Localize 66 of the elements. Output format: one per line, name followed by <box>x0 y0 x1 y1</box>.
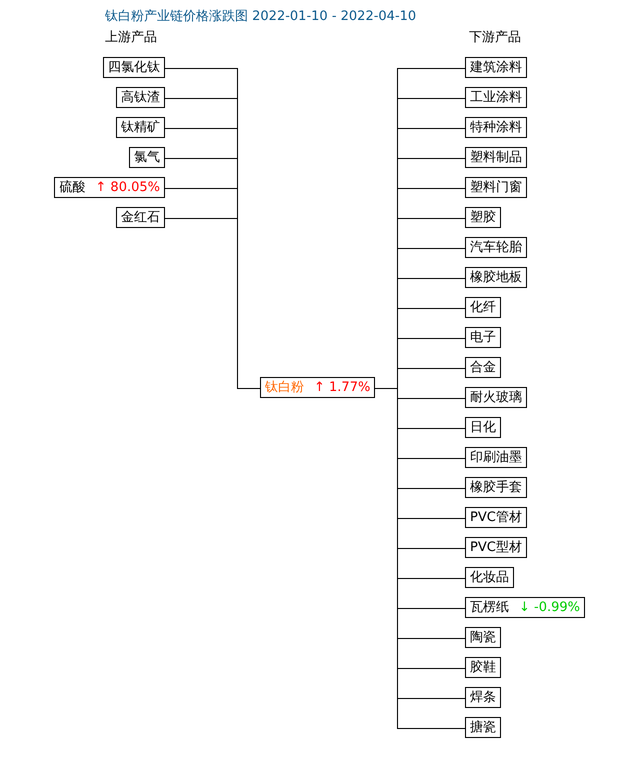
product-box <box>465 447 527 468</box>
product-name: 橡胶地板 <box>470 270 522 286</box>
product-box <box>116 117 165 138</box>
product-box <box>103 57 165 78</box>
product-box <box>465 357 501 378</box>
product-box <box>465 567 514 588</box>
price-change: ↑ 1.77% <box>314 380 370 396</box>
product-box <box>465 537 527 558</box>
product-name: 汽车轮胎 <box>470 240 522 256</box>
product-box <box>465 687 501 708</box>
product-box <box>465 657 501 678</box>
product-name: 建筑涂料 <box>470 60 522 76</box>
column-heading: 上游产品 <box>105 29 157 46</box>
product-box <box>465 417 501 438</box>
product-name: 搪瓷 <box>470 720 496 736</box>
product-name: 电子 <box>470 330 496 346</box>
product-name: 印刷油墨 <box>470 450 522 466</box>
product-box <box>465 117 527 138</box>
product-box <box>116 87 165 108</box>
product-box <box>465 297 501 318</box>
product-box <box>465 147 527 168</box>
product-name: 塑料门窗 <box>470 180 522 196</box>
product-box <box>54 177 165 198</box>
product-name: 特种涂料 <box>470 120 522 136</box>
product-name: 化妆品 <box>470 570 509 586</box>
product-box <box>465 237 527 258</box>
price-change: ↑ 80.05% <box>95 180 160 196</box>
product-name: 胶鞋 <box>470 660 496 676</box>
product-name: PVC管材 <box>470 510 522 526</box>
product-name: 耐火玻璃 <box>470 390 522 406</box>
product-name: 塑料制品 <box>470 150 522 166</box>
product-name: 化纤 <box>470 300 496 316</box>
product-name: 塑胶 <box>470 210 496 226</box>
product-name: 高钛渣 <box>121 90 160 106</box>
product-box <box>116 207 165 228</box>
product-name: 日化 <box>470 420 496 436</box>
product-name: 橡胶手套 <box>470 480 522 496</box>
product-box <box>465 327 501 348</box>
product-name: 钛白粉 <box>265 380 304 396</box>
product-box <box>465 627 501 648</box>
product-box <box>465 177 527 198</box>
product-box <box>465 507 527 528</box>
product-box <box>465 717 501 738</box>
product-box <box>260 377 376 398</box>
product-box <box>465 57 527 78</box>
product-name: 四氯化钛 <box>108 60 160 76</box>
product-box <box>465 87 527 108</box>
product-name: 金红石 <box>121 210 160 226</box>
product-name: PVC型材 <box>470 540 522 556</box>
column-heading: 下游产品 <box>469 29 521 46</box>
price-change: ↓ -0.99% <box>519 600 580 616</box>
product-name: 氯气 <box>134 150 160 166</box>
product-box <box>465 207 501 228</box>
product-name: 瓦楞纸 <box>470 600 509 616</box>
product-name: 焊条 <box>470 690 496 706</box>
product-name: 硫酸 <box>59 180 86 196</box>
product-box <box>129 147 165 168</box>
product-box <box>465 477 527 498</box>
product-box <box>465 387 527 408</box>
chart-title: 钛白粉产业链价格涨跌图 2022-01-10 - 2022-04-10 <box>105 8 416 25</box>
product-box <box>465 267 527 288</box>
product-name: 合金 <box>470 360 496 376</box>
product-name: 工业涂料 <box>470 90 522 106</box>
product-name: 钛精矿 <box>121 120 160 136</box>
product-box <box>465 597 586 618</box>
product-name: 陶瓷 <box>470 630 496 646</box>
